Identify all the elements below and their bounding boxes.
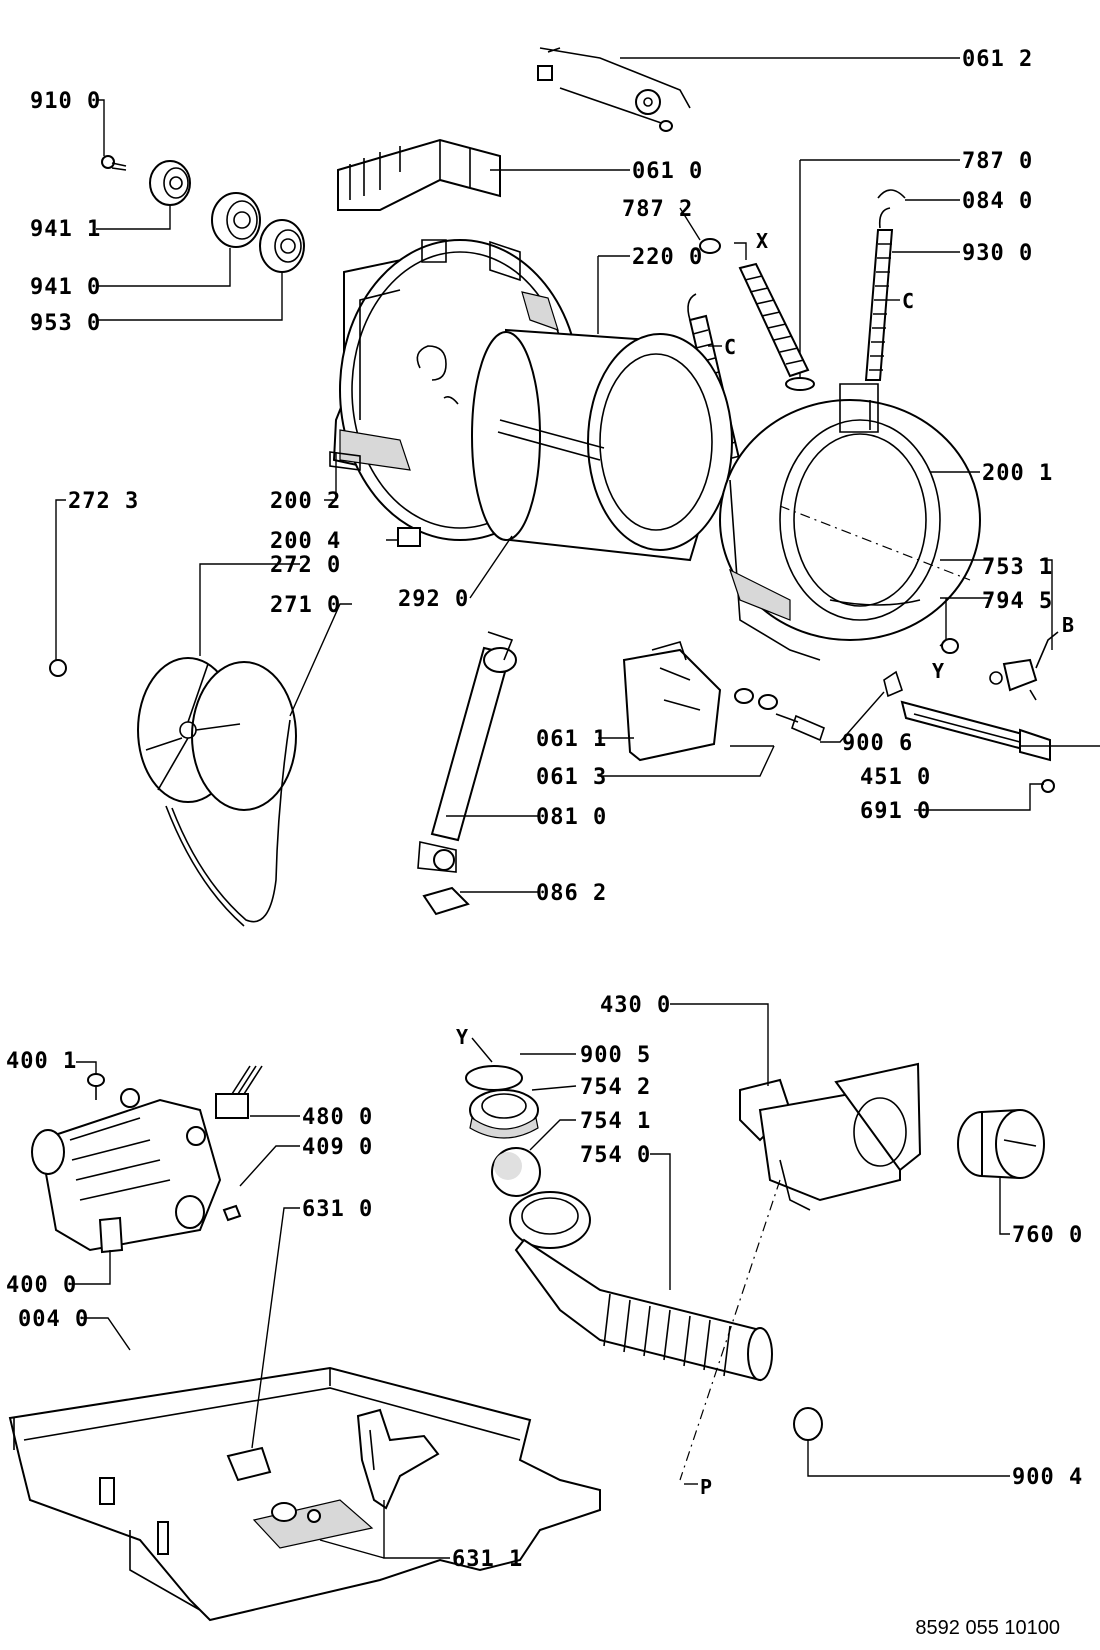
label-430-0: 430 0 bbox=[600, 993, 671, 1018]
label-081-0: 081 0 bbox=[536, 805, 607, 830]
label-272-0: 272 0 bbox=[270, 553, 341, 578]
label-200-2: 200 2 bbox=[270, 489, 341, 514]
part-631-1-switch bbox=[356, 1408, 440, 1510]
label-b: B bbox=[1062, 613, 1074, 637]
part-930-0-spring bbox=[864, 207, 894, 381]
label-754-0: 754 0 bbox=[580, 1143, 651, 1168]
label-061-3: 061 3 bbox=[536, 765, 607, 790]
label-900-6: 900 6 bbox=[842, 731, 913, 756]
label-631-1: 631 1 bbox=[452, 1547, 523, 1572]
part-b-thermostat bbox=[989, 631, 1059, 701]
part-691-0-nut bbox=[1041, 779, 1055, 793]
label-953-0: 953 0 bbox=[30, 311, 101, 336]
label-409-0: 409 0 bbox=[302, 1135, 373, 1160]
part-794-5-plug bbox=[941, 638, 959, 654]
label-084-0: 084 0 bbox=[962, 189, 1033, 214]
part-004-0-base-tray bbox=[8, 1366, 601, 1622]
label-p: P bbox=[700, 1475, 712, 1499]
label-292-0: 292 0 bbox=[398, 587, 469, 612]
part-787-2-clamp bbox=[699, 238, 721, 254]
label-451-0: 451 0 bbox=[860, 765, 931, 790]
part-081-0-shock-absorber bbox=[417, 631, 517, 873]
label-061-2: 061 2 bbox=[962, 47, 1033, 72]
part-labels: 061 2 910 0 061 0 787 0 787 2 X 084 0 94… bbox=[6, 47, 1083, 1639]
label-400-1: 400 1 bbox=[6, 1049, 77, 1074]
label-271-0: 271 0 bbox=[270, 593, 341, 618]
part-451-0-heater bbox=[900, 700, 1051, 762]
label-754-2: 754 2 bbox=[580, 1075, 651, 1100]
label-900-4: 900 4 bbox=[1012, 1465, 1083, 1490]
part-061-2-top-bracket bbox=[537, 47, 691, 132]
label-086-2: 086 2 bbox=[536, 881, 607, 906]
part-900-5-ring bbox=[465, 1065, 523, 1091]
label-941-1: 941 1 bbox=[30, 217, 101, 242]
label-787-2: 787 2 bbox=[622, 197, 693, 222]
label-200-4: 200 4 bbox=[270, 529, 341, 554]
part-271-0-belt bbox=[165, 719, 291, 927]
label-753-1: 753 1 bbox=[982, 555, 1053, 580]
label-631-0: 631 0 bbox=[302, 1197, 373, 1222]
part-272-3-nut bbox=[49, 659, 67, 677]
part-754-1-ball bbox=[491, 1147, 541, 1197]
label-754-1: 754 1 bbox=[580, 1109, 651, 1134]
label-400-0: 400 0 bbox=[6, 1273, 77, 1298]
part-941-1-bearing bbox=[149, 160, 191, 206]
label-061-0: 061 0 bbox=[632, 159, 703, 184]
part-910-0-screw bbox=[101, 155, 127, 171]
label-200-1: 200 1 bbox=[982, 461, 1053, 486]
label-c-left: C bbox=[724, 335, 736, 359]
diagram-reference-number: 8592 055 10100 bbox=[915, 1617, 1060, 1639]
part-400-0-motor bbox=[31, 1088, 222, 1254]
label-c-right: C bbox=[902, 289, 914, 313]
label-061-1: 061 1 bbox=[536, 727, 607, 752]
part-200-1-front-tub bbox=[719, 383, 981, 661]
label-x: X bbox=[756, 229, 768, 253]
label-004-0: 004 0 bbox=[18, 1307, 89, 1332]
part-061-1-weight bbox=[622, 641, 722, 762]
part-941-0-bearing bbox=[211, 192, 261, 248]
label-930-0: 930 0 bbox=[962, 241, 1033, 266]
label-272-3: 272 3 bbox=[68, 489, 139, 514]
label-910-0: 910 0 bbox=[30, 89, 101, 114]
label-787-0: 787 0 bbox=[962, 149, 1033, 174]
part-430-0-drain-pump bbox=[739, 1062, 922, 1211]
part-787-0-bellows-hose bbox=[738, 262, 815, 391]
part-480-0-brushes bbox=[215, 1065, 263, 1119]
part-631-0-connector bbox=[226, 1446, 272, 1482]
label-941-0: 941 0 bbox=[30, 275, 101, 300]
part-086-2-clip bbox=[422, 886, 470, 916]
label-y-bottom: Y bbox=[456, 1025, 468, 1049]
part-900-6-clamp bbox=[883, 670, 903, 698]
label-900-5: 900 5 bbox=[580, 1043, 651, 1068]
part-953-0-seal bbox=[259, 219, 305, 273]
part-760-0-filter bbox=[957, 1108, 1045, 1180]
label-220-0: 220 0 bbox=[632, 245, 703, 270]
part-061-3-bolt bbox=[734, 688, 825, 742]
part-200-4-clip bbox=[397, 527, 421, 547]
part-900-4-clamp bbox=[793, 1407, 823, 1441]
part-754-2-gasket bbox=[469, 1089, 539, 1139]
label-794-5: 794 5 bbox=[982, 589, 1053, 614]
part-409-0-tacho bbox=[222, 1204, 242, 1222]
part-754-0-sump-hose bbox=[509, 1191, 773, 1382]
part-400-1-screw bbox=[87, 1073, 105, 1100]
label-y-top: Y bbox=[932, 659, 944, 683]
part-220-0-drum bbox=[471, 328, 733, 562]
label-760-0: 760 0 bbox=[1012, 1223, 1083, 1248]
part-272-0-pulley bbox=[137, 657, 297, 811]
label-691-0: 691 0 bbox=[860, 799, 931, 824]
label-480-0: 480 0 bbox=[302, 1105, 373, 1130]
part-061-0-counterweight bbox=[337, 138, 501, 211]
